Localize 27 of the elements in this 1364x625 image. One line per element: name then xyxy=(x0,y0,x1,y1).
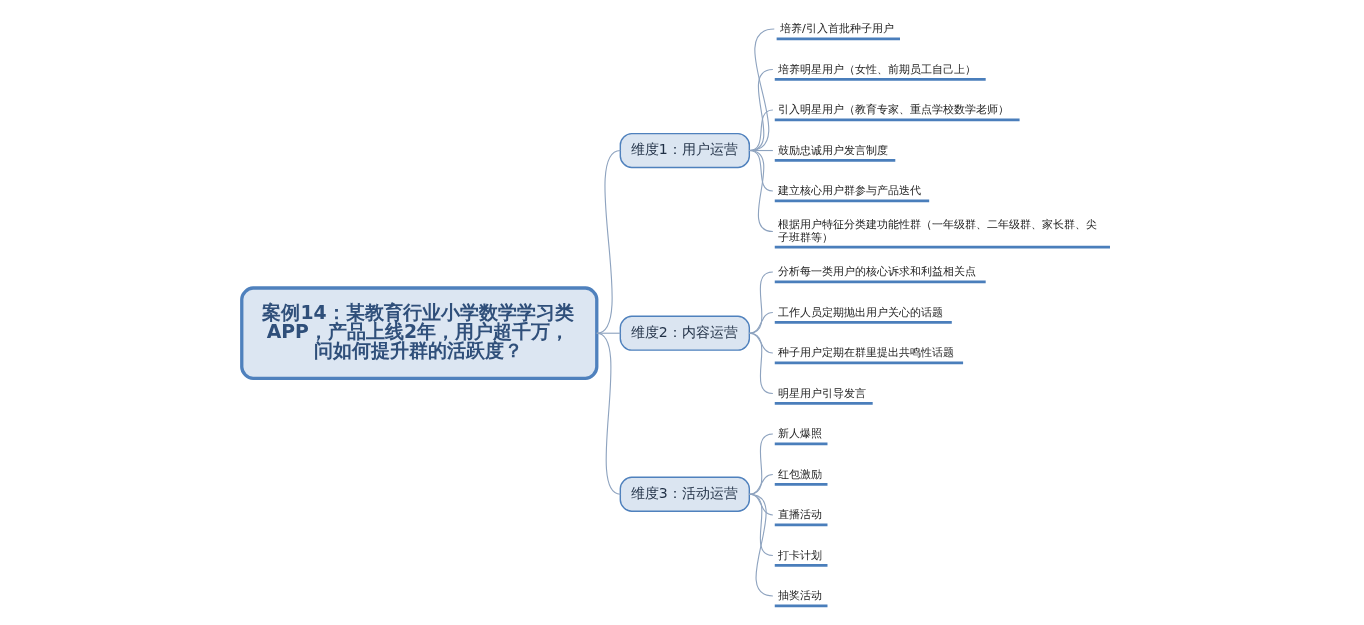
connector xyxy=(596,332,621,495)
connector xyxy=(748,311,774,334)
connector xyxy=(748,473,774,495)
node-box: 维度1：用户运营 xyxy=(619,132,751,169)
node-box: 维度2：内容运营 xyxy=(619,315,751,351)
node-text: 根据用户特征分类建功能性群（一年级群、二年级群、家长群、尖子班群等） xyxy=(778,218,1098,244)
connector xyxy=(748,149,774,233)
node-text: 培养/引入首批种子用户 xyxy=(779,22,894,36)
connector xyxy=(748,433,774,495)
connector xyxy=(596,149,621,334)
node-text: 明星用户引导发言 xyxy=(778,386,867,400)
node-text: 新人爆照 xyxy=(778,427,823,441)
node-text: 工作人员定期抛出用户关心的话题 xyxy=(778,305,944,319)
node-text: 抽奖活动 xyxy=(778,589,823,603)
node-box: 案例14：某教育行业小学数学学习类APP，产品上线2年，用户超千万，问如何提升群的活跃度？ xyxy=(240,286,599,381)
node-text: 培养明星用户（女性、前期员工自己上） xyxy=(778,62,977,76)
node-text: 建立核心用户群参与产品迭代 xyxy=(778,184,922,198)
node-text: 鼓励忠诚用户发言制度 xyxy=(778,143,889,157)
node-text: 种子用户定期在群里提出共鸣性话题 xyxy=(778,346,955,360)
connector xyxy=(748,332,774,395)
node-text: 引入明星用户（教育专家、重点学校数学老师） xyxy=(778,103,1010,117)
node-text: 直播活动 xyxy=(778,508,823,522)
node-box: 维度3：活动运营 xyxy=(619,476,751,512)
node-text: 分析每一类用户的核心诉求和利益相关点 xyxy=(778,265,977,279)
node-text: 打卡计划 xyxy=(778,548,823,562)
node-text: 红包激励 xyxy=(778,467,823,481)
connector xyxy=(748,271,774,334)
